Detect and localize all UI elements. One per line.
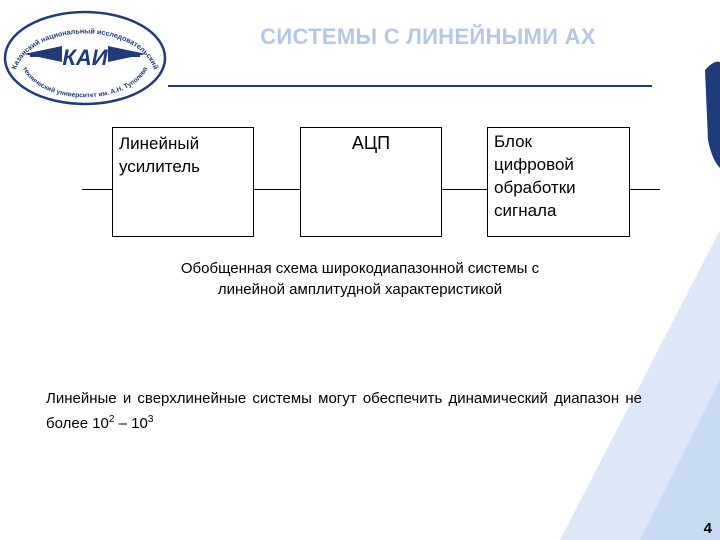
diagram-caption: Обобщенная схема широкодиапазонной систе… xyxy=(130,258,590,300)
exponent: 3 xyxy=(147,414,154,425)
paragraph-dash: – 10 xyxy=(114,415,148,432)
wire-1-2 xyxy=(254,189,300,190)
slide-title: СИСТЕМЫ С ЛИНЕЙНЫМИ АХ xyxy=(260,24,596,49)
kai-logo: Казанский национальный исследовательский… xyxy=(3,10,167,106)
block-label-line: Линейный xyxy=(119,134,200,153)
caption-line: Обобщенная схема широкодиапазонной систе… xyxy=(180,260,540,277)
logo-emblem: КАИ xyxy=(62,45,108,70)
block-adc: АЦП xyxy=(300,127,442,237)
paragraph-text: Линейные и сверхлинейные системы могут о… xyxy=(46,390,642,432)
block-label-line: обработки xyxy=(494,178,576,197)
wire-2-3 xyxy=(442,189,487,190)
wire-output xyxy=(630,189,660,190)
wings-icon xyxy=(24,46,146,62)
block-digital-processing: Блок цифровой обработки сигнала xyxy=(487,127,630,237)
body-paragraph: Линейные и сверхлинейные системы могут о… xyxy=(46,388,642,434)
block-label-line: цифровой xyxy=(494,155,574,174)
caption-line: линейной амплитудной характеристикой xyxy=(217,281,503,298)
block-label-line: усилитель xyxy=(119,157,200,176)
title-underline xyxy=(168,85,652,87)
wire-input xyxy=(82,189,112,190)
block-label-line: АЦП xyxy=(351,133,391,153)
block-linear-amplifier: Линейный усилитель xyxy=(112,127,254,237)
exponent: 2 xyxy=(108,414,115,425)
block-label-line: сигнала xyxy=(494,201,557,220)
block-label-line: Блок xyxy=(494,132,532,151)
page-number: 4 xyxy=(703,520,712,537)
